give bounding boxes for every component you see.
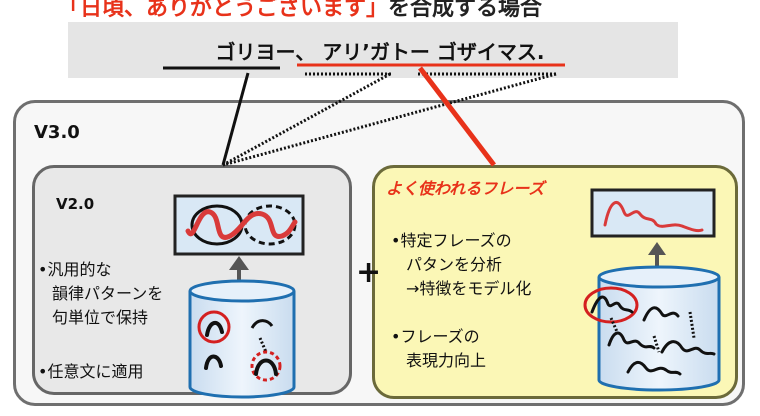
headline-quote: 「日頃、ありがとうございます」 (58, 0, 389, 21)
v2-bullet2: •任意文に適用 (38, 362, 144, 381)
headline: 「日頃、ありがとうございます」を合成する場合 (58, 0, 542, 22)
v2-prosody-curve (185, 209, 298, 240)
v2-bullet1-line1: •汎用的な (38, 260, 112, 279)
phrase-text: ゴリヨー、 アリ’ガトー ゴザイマス. (215, 40, 545, 64)
connector-solid (221, 72, 250, 166)
connector-red (418, 66, 496, 167)
phrase-database-top (597, 265, 721, 289)
v2-bullet1-line3: 句単位で保持 (52, 308, 149, 327)
phrase-bullet2-line1: •フレーズの (391, 327, 480, 346)
phrase-monitor-screen (590, 188, 716, 238)
phrase-bullet1-line2: パタンを分析 (406, 255, 503, 274)
phrase-database-body (597, 277, 721, 392)
phrase-red-ellipse (583, 286, 639, 324)
headline-suffix: を合成する場合 (388, 0, 543, 21)
v2-database-body (188, 291, 296, 399)
phrase-bullet1-line1: •特定フレーズの (391, 231, 512, 250)
connector-dotted-1 (222, 72, 391, 167)
v3-label: V3.0 (34, 122, 80, 143)
v2-red-dashed-circle (250, 350, 282, 382)
v2-database-top (188, 279, 296, 303)
phrase-prosody-curve (603, 200, 704, 233)
phrase-model-title: よく使われるフレーズ (386, 179, 545, 198)
phrase-bullet1-line3: →特徴をモデル化 (406, 279, 532, 298)
connector-dotted-2 (222, 72, 557, 167)
phrase-bullet2-line2: 表現力向上 (406, 351, 487, 370)
v2-label: V2.0 (56, 195, 95, 213)
v2-red-circle (197, 310, 231, 344)
v2-bullet1-line2: 韻律パターンを (52, 284, 164, 303)
phrase-up-arrow (648, 242, 666, 255)
v2-up-arrow (229, 256, 249, 270)
plus-sign: + (356, 255, 382, 290)
